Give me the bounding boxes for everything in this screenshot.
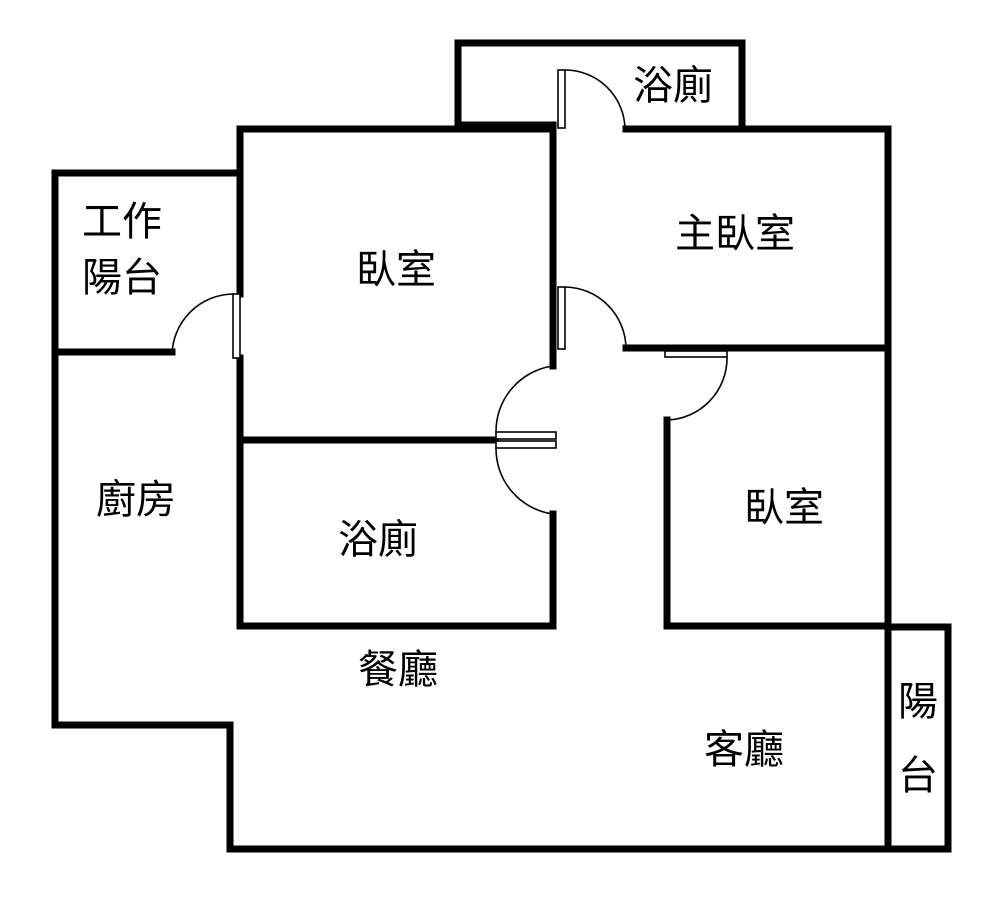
- label-master-bedroom: 主臥室: [675, 211, 795, 257]
- interior-walls: [51, 125, 892, 630]
- label-bedroom-1: 臥室: [356, 247, 436, 293]
- door-swing-arc: [171, 293, 234, 356]
- door-swing-arc-upper: [495, 365, 554, 433]
- wall-bedroom2-left-bottom: [663, 416, 892, 630]
- door-leaf: [232, 293, 241, 359]
- label-bath-top: 浴廁: [633, 63, 713, 109]
- door-leaf-upper: [495, 431, 557, 440]
- wall-top-bath: [454, 39, 746, 129]
- doors: [171, 69, 728, 515]
- label-balcony-line1: 陽: [898, 679, 938, 725]
- label-work-balcony-line2: 陽台: [82, 255, 162, 301]
- label-kitchen: 廚房: [96, 477, 176, 523]
- wall-outer-left: [51, 169, 952, 853]
- door-swing-arc: [564, 286, 627, 349]
- door-swing-arc: [564, 69, 626, 130]
- room-labels: 浴廁 主臥室 工作 陽台 臥室 廚房 浴廁 臥室 餐廳 客廳 陽 台: [82, 63, 938, 799]
- door-swing-arc: [666, 356, 728, 421]
- wall-master-top: [622, 125, 892, 853]
- door-top-bath: [557, 69, 626, 130]
- label-bath-middle: 浴廁: [338, 517, 418, 563]
- door-double-bedroom-bath: [495, 365, 557, 515]
- label-bedroom-2: 臥室: [744, 485, 824, 531]
- door-leaf: [557, 69, 566, 129]
- door-work-balcony: [171, 293, 241, 359]
- label-living: 客廳: [704, 727, 784, 773]
- label-dining: 餐廳: [358, 647, 438, 693]
- door-leaf: [664, 350, 728, 358]
- door-leaf: [557, 286, 566, 350]
- door-swing-arc-lower: [495, 447, 554, 515]
- door-master-bedroom: [557, 286, 627, 350]
- door-bedroom-2: [664, 350, 728, 421]
- door-leaf-lower: [495, 440, 557, 449]
- label-balcony-line2: 台: [898, 753, 938, 799]
- label-work-balcony-line1: 工作: [82, 199, 162, 245]
- wall-bedroom-top: [236, 125, 557, 177]
